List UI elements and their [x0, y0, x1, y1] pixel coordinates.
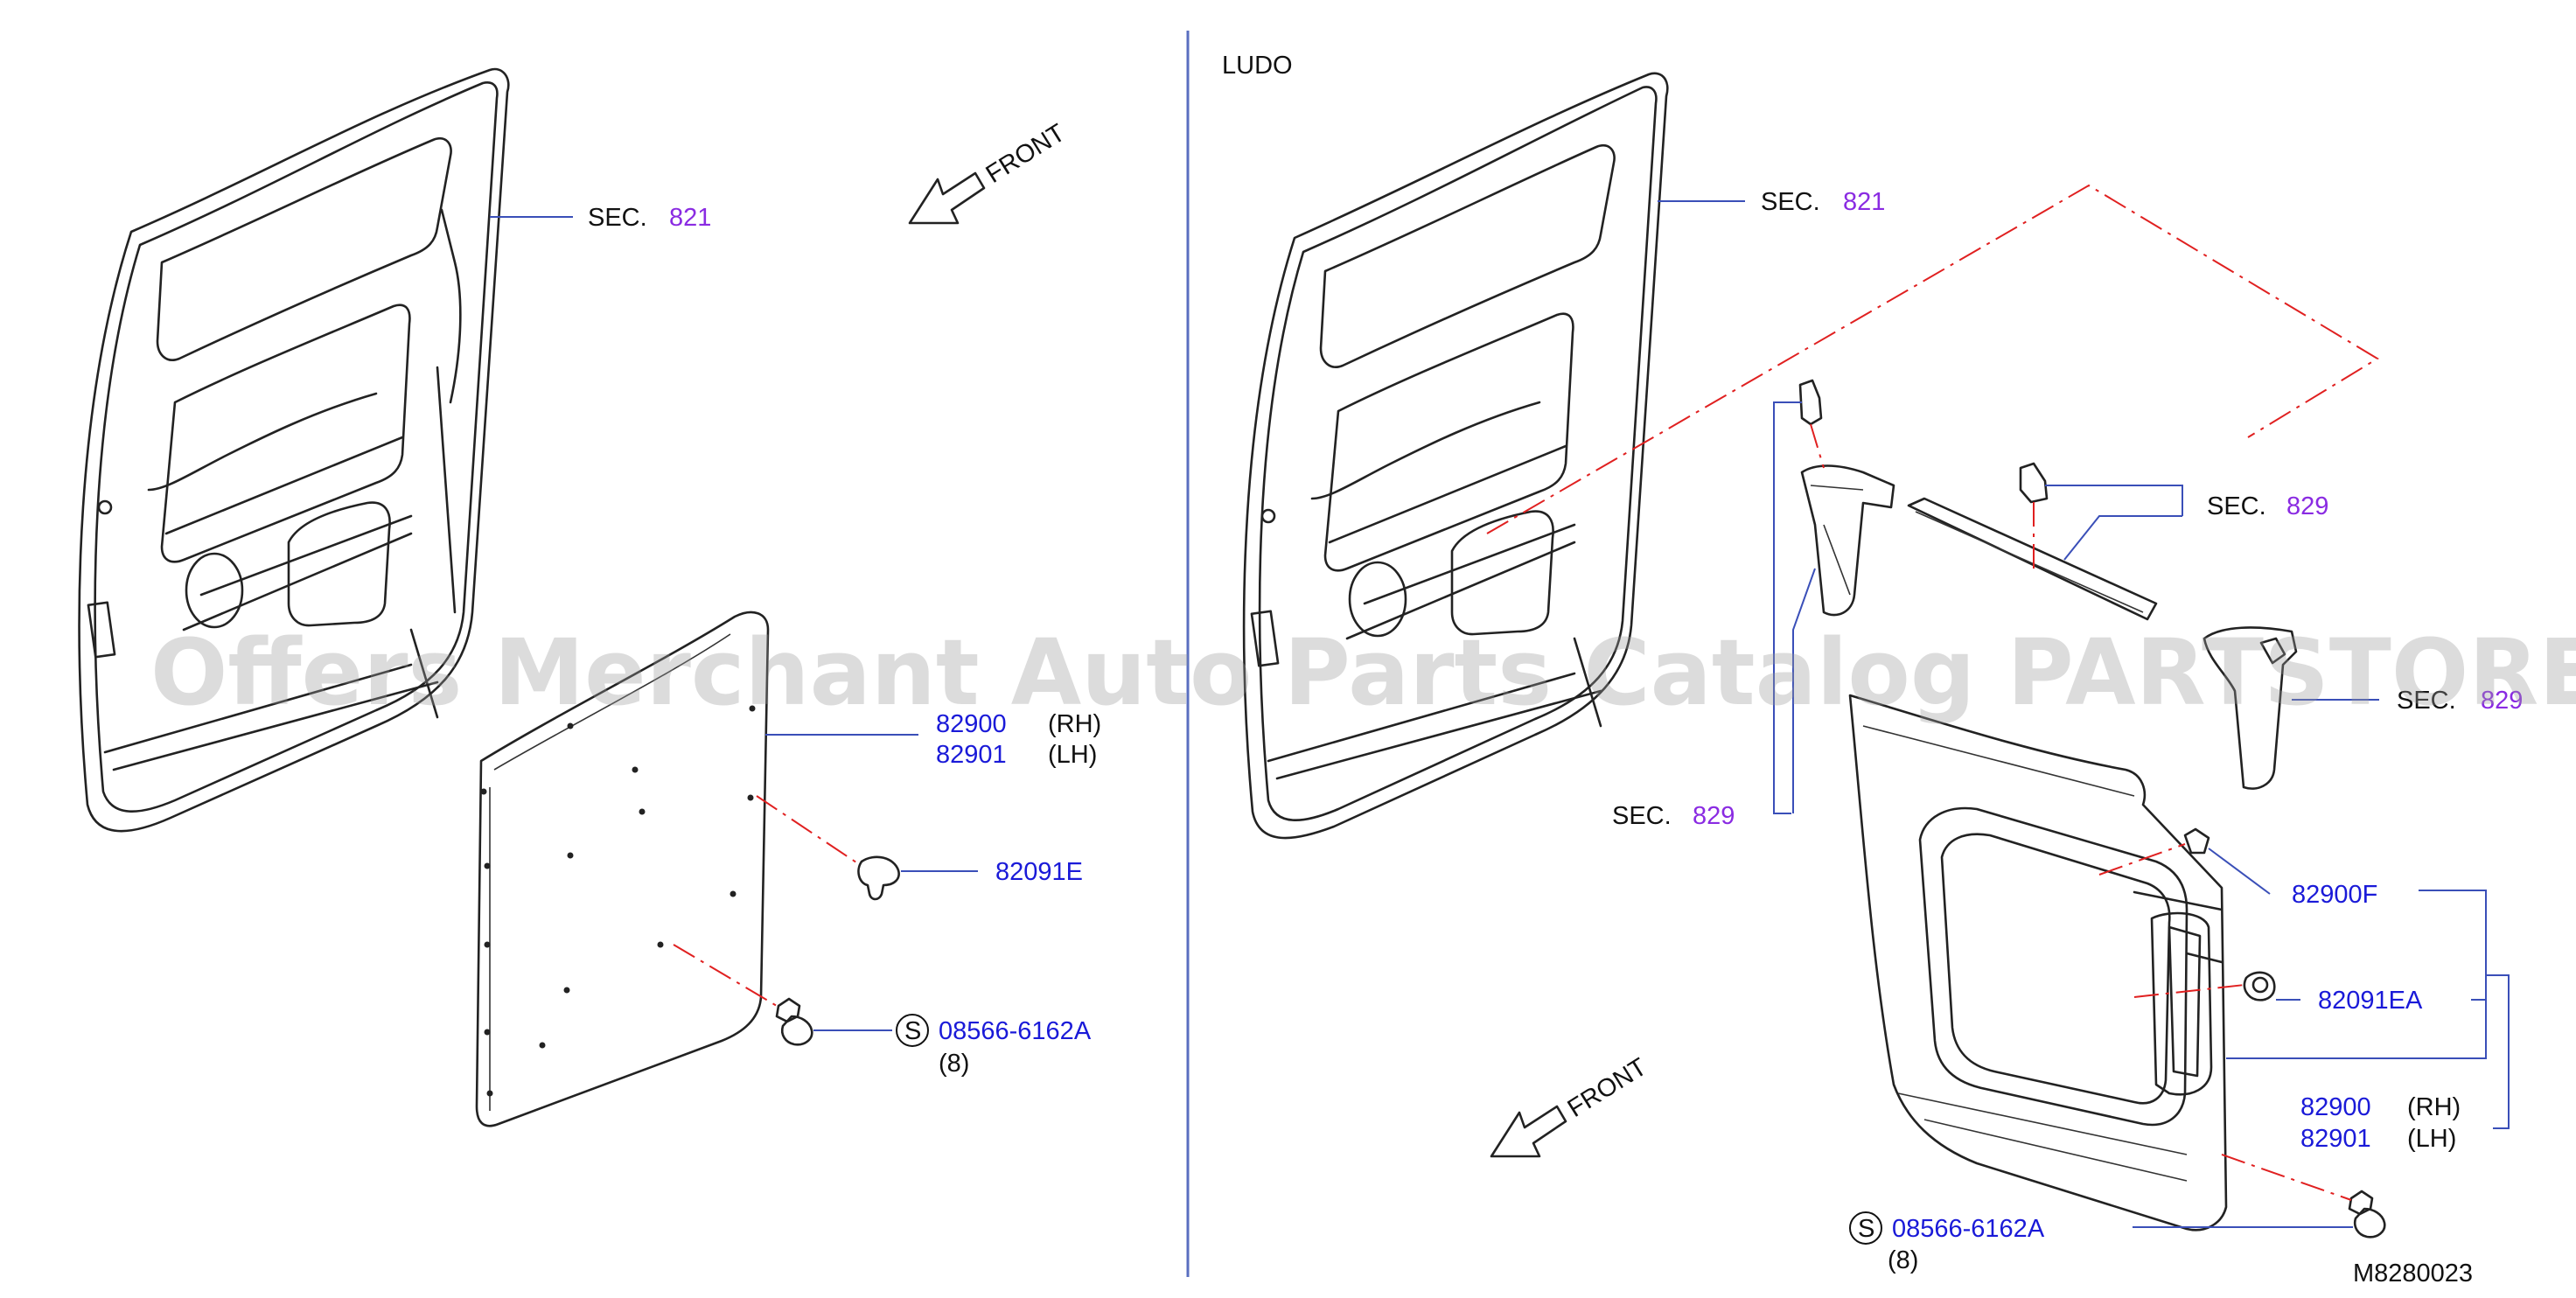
left-part-rh-side: (RH) [1048, 710, 1101, 738]
right-sec-829-a[interactable]: 829 [2286, 492, 2328, 520]
left-screw-symbol: S [904, 1017, 921, 1045]
right-sec-829-c[interactable]: 829 [1693, 802, 1735, 830]
right-screw-qty: (8) [1888, 1246, 1918, 1274]
right-screw [2348, 1190, 2386, 1239]
right-door-trim-panel [1848, 694, 2228, 1232]
left-clip-82091e [857, 855, 900, 901]
pillar-trim [1800, 464, 1895, 617]
left-clip-82091e-label[interactable]: 82091E [995, 858, 1083, 886]
front-arrow-left: FRONT [908, 119, 1071, 225]
right-part-lh-side: (LH) [2407, 1125, 2456, 1153]
left-sec-prefix: SEC. [588, 204, 647, 232]
left-part-lh-side: (LH) [1048, 741, 1097, 769]
variant-label: LUDO [1222, 52, 1293, 80]
right-screw-symbol: S [1858, 1215, 1874, 1243]
right-sec-prefix-829a: SEC. [2207, 492, 2266, 520]
right-sec-prefix-829c: SEC. [1612, 802, 1672, 830]
right-part-rh-side: (RH) [2407, 1093, 2461, 1121]
rear-pillar-trim [2203, 626, 2298, 790]
right-sec-prefix-821: SEC. [1761, 188, 1820, 216]
right-part-lh[interactable]: 82901 [2300, 1125, 2371, 1153]
front-label-left: FRONT [981, 119, 1071, 189]
mounting-plane-outline [1486, 184, 2379, 534]
diagram-code: M8280023 [2353, 1260, 2473, 1288]
left-door-frame [78, 67, 510, 833]
pillar-clip-upper [1798, 379, 1823, 426]
left-part-rh[interactable]: 82900 [936, 710, 1007, 738]
right-clip-82900f [2183, 827, 2210, 855]
belt-clip [2019, 462, 2049, 504]
right-sec-prefix-829b: SEC. [2397, 687, 2456, 715]
right-clip-82091ea-label[interactable]: 82091EA [2318, 987, 2423, 1015]
right-part-82900f[interactable]: 82900F [2292, 881, 2377, 909]
right-door-frame [1242, 72, 1669, 840]
left-screw-qty: (8) [939, 1050, 969, 1078]
right-sec-821[interactable]: 821 [1843, 188, 1885, 216]
left-screw-symbol-circle [896, 1014, 929, 1047]
right-sec-829-b[interactable]: 829 [2481, 687, 2523, 715]
right-part-rh[interactable]: 82900 [2300, 1093, 2371, 1121]
left-trim-board [475, 611, 770, 1127]
left-screw-label[interactable]: 08566-6162A [939, 1017, 1092, 1045]
front-arrow-right: FRONT [1490, 1053, 1652, 1158]
watermark: Offers Merchant Auto Parts Catalog PARTS… [150, 619, 2576, 726]
right-screw-symbol-circle [1849, 1211, 1882, 1245]
left-part-lh[interactable]: 82901 [936, 741, 1007, 769]
belt-molding [1907, 497, 2158, 621]
left-screw [775, 997, 813, 1046]
front-label-right: FRONT [1563, 1053, 1652, 1123]
left-sec-821[interactable]: 821 [669, 204, 711, 232]
right-clip-82091ea [2243, 971, 2276, 1001]
right-screw-label[interactable]: 08566-6162A [1892, 1215, 2045, 1243]
